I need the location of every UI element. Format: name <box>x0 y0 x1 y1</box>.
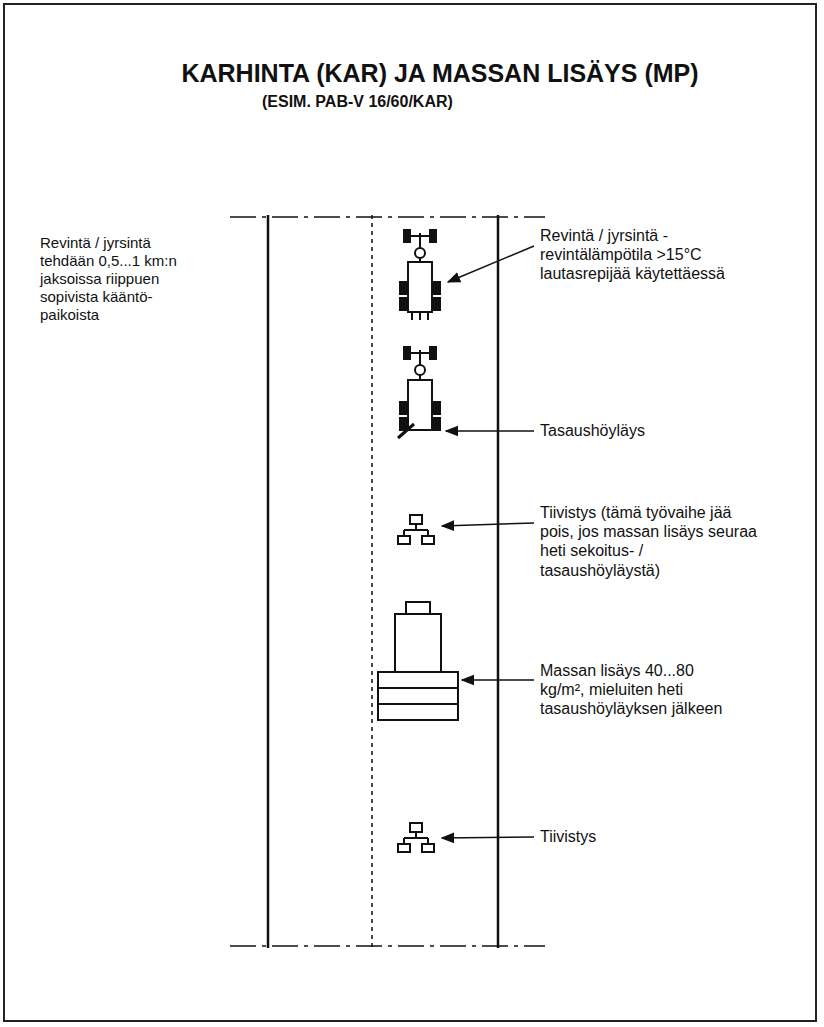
step-label: Tasaushöyläys <box>540 421 765 440</box>
step-label: Tiivistys (tämä työvaihe jää pois, jos m… <box>540 503 765 580</box>
side-note: Revintä / jyrsintä tehdään 0,5...1 km:n … <box>40 234 205 324</box>
step-label: Massan lisäys 40...80 kg/m², mieluiten h… <box>540 661 740 719</box>
step-label: Tiivistys <box>540 827 765 846</box>
diagram-title: KARHINTA (KAR) JA MASSAN LISÄYS (MP) <box>181 58 698 88</box>
step-label: Revintä / jyrsintä -revintälämpötila >15… <box>540 226 765 284</box>
subtitle: (ESIM. PAB-V 16/60/KAR) <box>262 92 453 111</box>
